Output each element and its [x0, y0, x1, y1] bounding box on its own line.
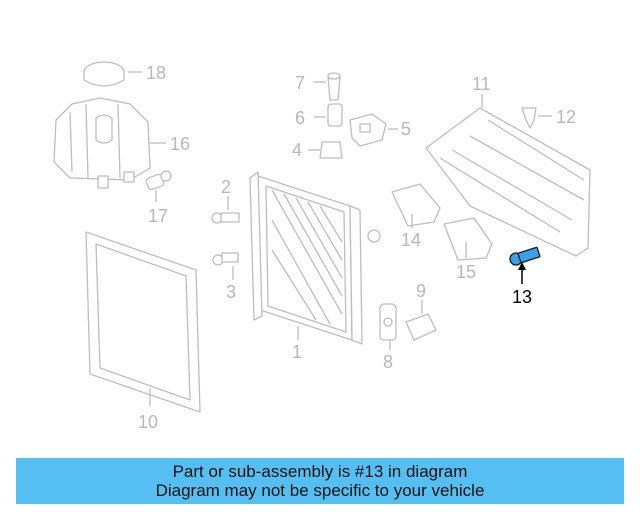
part-18-cap: [83, 61, 142, 87]
callout-12: 12: [556, 107, 576, 127]
callout-15: 15: [456, 262, 476, 282]
parts-diagram: 18 16 17 7 6 4 5: [53, 61, 591, 432]
part-10-shroud: [85, 231, 201, 413]
part-8-mount: [379, 303, 397, 350]
callout-1: 1: [292, 342, 302, 362]
part-9-bracket: [405, 300, 437, 341]
part-3-bolt: [212, 252, 239, 280]
info-banner: Part or sub-assembly is #13 in diagram D…: [16, 458, 624, 504]
callout-9: 9: [416, 281, 426, 301]
part-5-bracket: [349, 113, 398, 147]
banner-line-2: Diagram may not be specific to your vehi…: [155, 481, 485, 500]
part-1-radiator: [249, 171, 381, 345]
callout-8: 8: [383, 352, 393, 372]
callout-4: 4: [292, 140, 302, 160]
part-16-expansion-tank: [53, 97, 166, 189]
part-15-bracket: [443, 217, 493, 261]
callout-7: 7: [295, 73, 305, 93]
callout-5: 5: [401, 119, 411, 139]
part-11-deflector: [425, 94, 591, 257]
callout-13: 13: [512, 287, 532, 307]
callout-18: 18: [146, 63, 166, 83]
part-7-grommet: [314, 72, 341, 101]
part-6-mount: [314, 103, 343, 127]
callout-3: 3: [226, 282, 236, 302]
part-17-fitting: [145, 170, 172, 202]
callout-6: 6: [295, 108, 305, 128]
part-2-bolt: [211, 196, 240, 224]
callout-14: 14: [401, 230, 421, 250]
part-12-clip: [521, 107, 552, 129]
part-14-bracket: [391, 183, 441, 228]
callout-10: 10: [138, 412, 158, 432]
callout-11: 11: [472, 74, 491, 94]
part-13-bolt: [509, 246, 541, 284]
callout-2: 2: [221, 177, 231, 197]
banner-line-1: Part or sub-assembly is #13 in diagram: [172, 462, 468, 481]
callout-16: 16: [170, 134, 190, 154]
callout-17: 17: [148, 206, 168, 226]
part-4-insulator: [308, 141, 343, 159]
